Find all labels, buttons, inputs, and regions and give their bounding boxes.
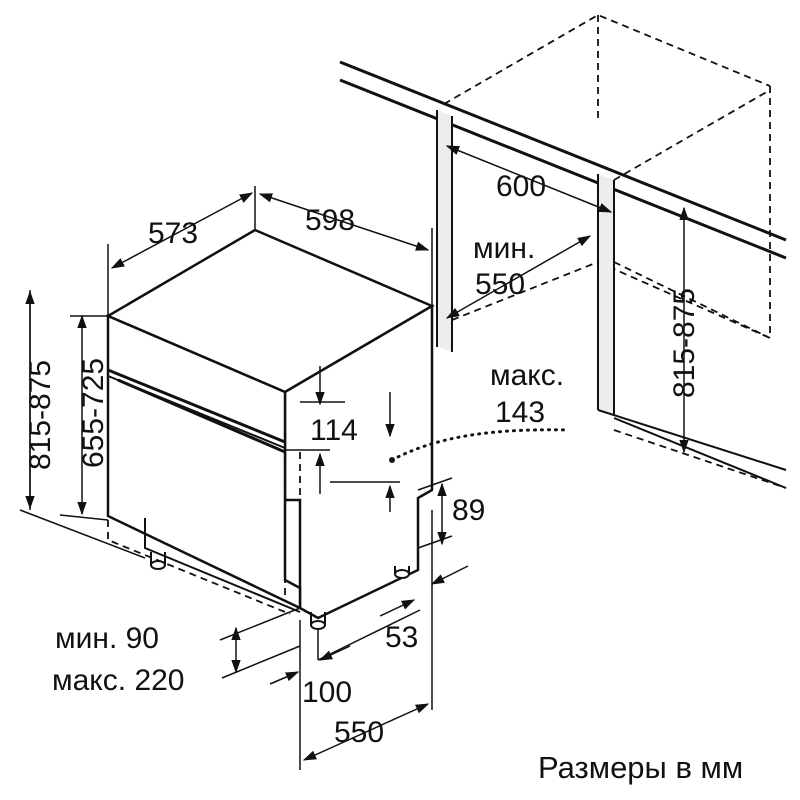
niche-min-value: 550 — [475, 268, 525, 301]
foot-min-label: мин. 90 — [55, 622, 159, 655]
niche-width-label: 600 — [496, 170, 546, 203]
max-label: макс. — [490, 359, 564, 392]
depth-arrow — [110, 192, 254, 269]
foot-offset-arrow — [269, 671, 300, 685]
width-label: 598 — [305, 204, 355, 237]
foot-side-arrow-b — [430, 565, 469, 585]
foot-offset-label: 100 — [302, 676, 352, 709]
panel-gap-label: 114 — [310, 414, 358, 447]
max-143-leader — [390, 428, 570, 462]
dishwasher-unit — [105, 228, 435, 630]
bottom-depth-arrow — [302, 703, 430, 761]
left-inner-height-label: 655-725 — [77, 358, 110, 468]
worktop-edge — [339, 60, 787, 242]
niche-min-label: мин. — [473, 232, 535, 265]
max-value: 143 — [495, 396, 545, 429]
left-outer-height-label: 815-875 — [24, 360, 57, 470]
bottom-depth-label: 550 — [334, 716, 384, 749]
units-caption: Размеры в мм — [538, 750, 743, 785]
niche-width-arrow — [445, 145, 613, 213]
foot-max-label: макс. 220 — [52, 664, 185, 697]
depth-label: 573 — [148, 217, 198, 250]
width-arrow — [258, 193, 430, 251]
foot-side-label: 53 — [385, 621, 418, 654]
niche-height-label: 815-875 — [668, 288, 701, 398]
plinth-height-label: 89 — [452, 494, 485, 527]
niche-min-arrow — [445, 235, 592, 319]
foot-side-arrow-a — [379, 599, 416, 617]
